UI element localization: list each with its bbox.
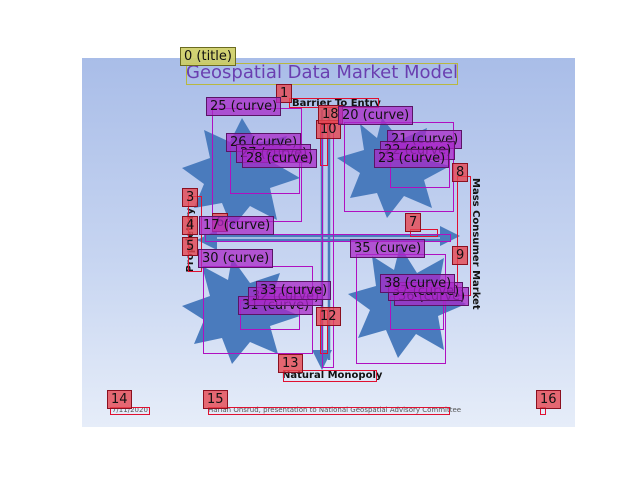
right-label-bbox [457,176,471,296]
curve-tag-28: 28 (curve) [242,149,318,168]
tag-18: 18 [318,105,343,124]
tag-16: 16 [536,390,561,409]
title-tag: 0 (title) [180,47,236,66]
bottom-label-bbox [283,370,377,382]
curve-tag-23: 23 (curve) [374,149,450,168]
tag-14: 14 [107,390,132,409]
curve-tag-38: 38 (curve) [380,274,456,293]
top-axis-label: Barrier To Entry [292,98,381,109]
tag-9: 9 [452,246,469,265]
bottom-axis-label: Natural Monopoly [282,370,383,381]
footer-credit: Harlan Onsrud, presentation to National … [208,406,462,414]
slide-title: Geospatial Data Market Model [186,62,459,83]
curve-bbox-vertical [322,122,334,368]
footer-credit-bbox [208,407,450,415]
curve-tag-33: 33 (curve) [256,281,332,300]
tag-5: 5 [182,237,199,256]
curve-tag-25: 25 (curve) [206,97,282,116]
curve-tag-30: 30 (curve) [198,249,274,268]
footer-date: 7/11/2020 [112,406,148,414]
tag-7: 7 [405,213,422,232]
tag-12: 12 [316,307,341,326]
curve-tag-20: 20 (curve) [338,106,414,125]
curve-tag-35: 35 (curve) [350,239,426,258]
tag-15: 15 [203,390,228,409]
curve-bbox-horizontal [205,234,451,242]
title-bbox [186,63,458,85]
tag-8: 8 [452,163,469,182]
right-axis-label: Mass Consumer Market [470,178,481,310]
tag-3: 3 [182,188,199,207]
curve-tag-17: 17 (curve) [199,216,275,235]
small-text-bbox [410,229,438,237]
tag-13: 13 [278,354,303,373]
tag-4: 4 [182,216,199,235]
